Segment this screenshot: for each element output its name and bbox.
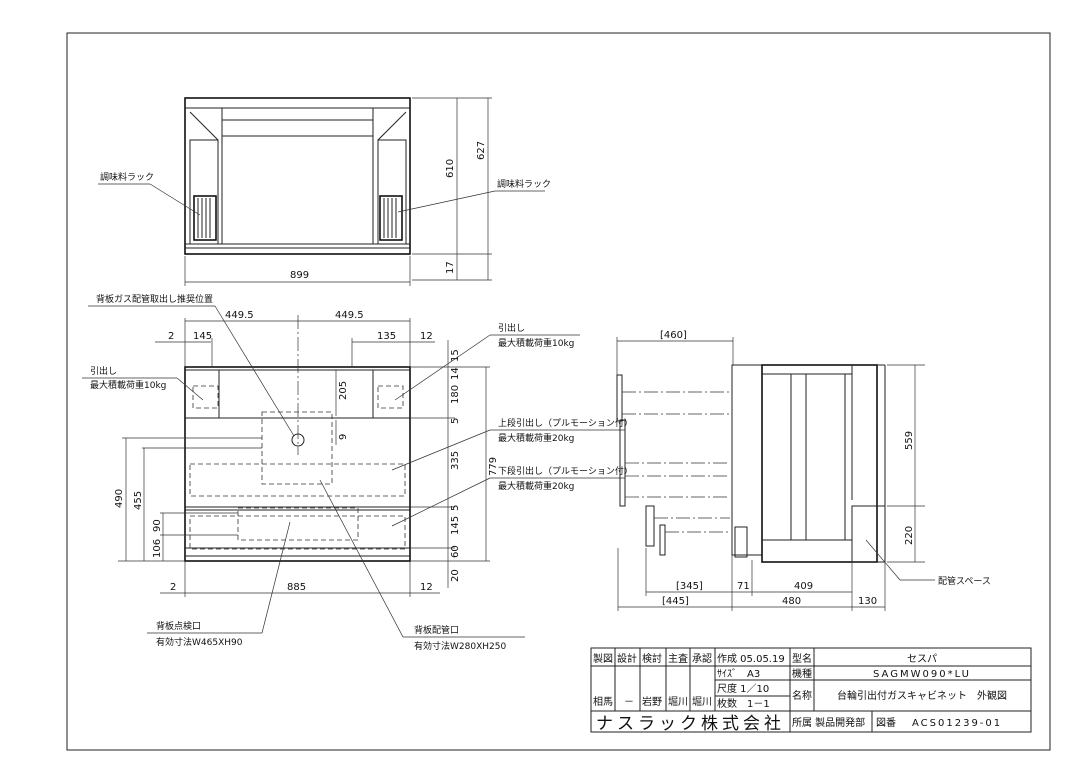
dim-106: 106: [152, 539, 163, 558]
pipe-port-size: 有効寸法W280XH250: [414, 640, 506, 652]
dim-455: 455: [133, 491, 144, 510]
company-name: ナスラック株式会社: [596, 714, 785, 734]
sheet-count: 枚数 1－1: [717, 697, 770, 710]
dim-480: 480: [782, 596, 801, 607]
department: 所属 製品開発部: [792, 716, 865, 729]
dim-12-top: 12: [420, 331, 433, 342]
type-label: 機種: [792, 667, 812, 680]
scale: 尺度 1／10: [717, 682, 769, 695]
dim-627: 627: [476, 141, 487, 160]
drawing-number: ACS01239-01: [912, 718, 1002, 729]
sign-design: －: [624, 697, 634, 708]
seasoning-rack-label-right: 調味料ラック: [497, 178, 551, 190]
model-label: 型名: [792, 652, 812, 665]
upper-drawer-load: 最大積載荷重20kg: [498, 432, 574, 444]
dim-2-top: 2: [168, 331, 174, 342]
dim-779: 779: [488, 457, 499, 476]
dim-20: 20: [450, 569, 461, 582]
dim-14: 14: [450, 367, 461, 380]
sign-approve: 堀川: [692, 696, 712, 708]
gas-pipe-position-label: 背板ガス配管取出し推奨位置: [96, 293, 213, 305]
inspection-port-title: 背板点検口: [156, 620, 201, 632]
seasoning-rack-label-left: 調味料ラック: [100, 171, 154, 183]
dim-9: 9: [338, 434, 349, 440]
dim-449-5-left: 449.5: [225, 310, 254, 321]
dim-71: 71: [737, 581, 750, 592]
right-drawer-outline: [377, 385, 404, 409]
name-value: 台輪引出付ガスキャビネット 外観図: [837, 689, 1007, 702]
dim-490: 490: [114, 489, 125, 508]
dim-335: 335: [450, 451, 461, 470]
dim-449-5-right: 449.5: [335, 310, 364, 321]
dim-220: 220: [904, 526, 915, 545]
sign-chief: 堀川: [668, 696, 688, 708]
type-value: SAGMW090*LU: [873, 669, 971, 680]
drawing-no-label: 図番: [876, 717, 896, 729]
lower-drawer-title: 下段引出し（プルモーション付）: [498, 465, 633, 477]
title-block: 製図 設計 検討 主査 承認 作成 05.05.19 ｻｲｽﾞ A3 尺度 1／…: [590, 647, 1032, 734]
dim-180: 180: [450, 385, 461, 404]
header-design: 設計: [617, 652, 637, 665]
side-view: [460] 559 220 配管スペース [345] 71 409 [445] …: [616, 330, 991, 611]
dim-90: 90: [152, 519, 163, 532]
dim-409: 409: [794, 581, 813, 592]
drawing-frame: [66, 32, 1051, 751]
dim-2-bottom: 2: [170, 582, 176, 593]
dim-610: 610: [445, 159, 456, 178]
dim-17: 17: [445, 261, 456, 274]
dim-145-top: 145: [193, 331, 212, 342]
left-drawer-load: 最大積載荷重10kg: [90, 379, 166, 391]
header-approve: 承認: [692, 652, 712, 665]
dim-130: 130: [858, 596, 877, 607]
right-drawer-title: 引出し: [498, 322, 525, 334]
model-value: セスパ: [907, 653, 937, 665]
pipe-port-title: 背板配管口: [414, 624, 459, 636]
dim-12-bottom: 12: [420, 582, 433, 593]
header-draft: 製図: [593, 652, 613, 665]
seasoning-rack-left: [193, 195, 217, 241]
pipe-space-label: 配管スペース: [938, 575, 991, 587]
right-drawer-load: 最大積載荷重10kg: [498, 337, 574, 349]
lower-drawer-load: 最大積載荷重20kg: [498, 480, 574, 492]
pipe-port-outline: [261, 411, 333, 485]
lower-drawer-outline: [189, 515, 406, 550]
seasoning-rack-right: [379, 195, 403, 241]
sign-draft: 相馬: [593, 695, 613, 708]
upper-drawer-outline: [189, 463, 406, 497]
upper-drawer-title: 上段引出し（プルモーション付）: [498, 417, 633, 429]
front-view: 449.5 449.5 2 145 135 12 15 14 180 5 335…: [82, 293, 633, 652]
dim-345: [345]: [676, 581, 703, 592]
header-chief: 主査: [668, 652, 688, 665]
dim-135: 135: [377, 331, 396, 342]
pipe-space-area: [851, 505, 886, 563]
dim-899: 899: [290, 270, 309, 281]
top-view: 調味料ラック 調味料ラック 899 610 627 17: [98, 97, 551, 286]
dim-5a: 5: [450, 418, 461, 424]
sign-review: 岩野: [642, 695, 662, 708]
dim-60: 60: [450, 545, 461, 558]
dim-559: 559: [904, 431, 915, 450]
dim-145-right: 145: [450, 516, 461, 535]
created-date: 作成 05.05.19: [717, 653, 785, 665]
dim-445: [445]: [662, 596, 689, 607]
dim-205: 205: [338, 381, 349, 400]
left-drawer-outline: [192, 385, 219, 409]
dim-885: 885: [287, 582, 306, 593]
name-label: 名称: [792, 689, 812, 702]
header-review: 検討: [642, 652, 662, 665]
dim-460: [460]: [660, 330, 687, 341]
dim-15: 15: [450, 349, 461, 362]
inspection-port-size: 有効寸法W465XH90: [156, 636, 243, 648]
paper-size: ｻｲｽﾞ A3: [717, 668, 760, 680]
inspection-port-outline: [237, 507, 359, 541]
left-drawer-title: 引出し: [90, 365, 117, 377]
dim-5b: 5: [450, 505, 461, 511]
